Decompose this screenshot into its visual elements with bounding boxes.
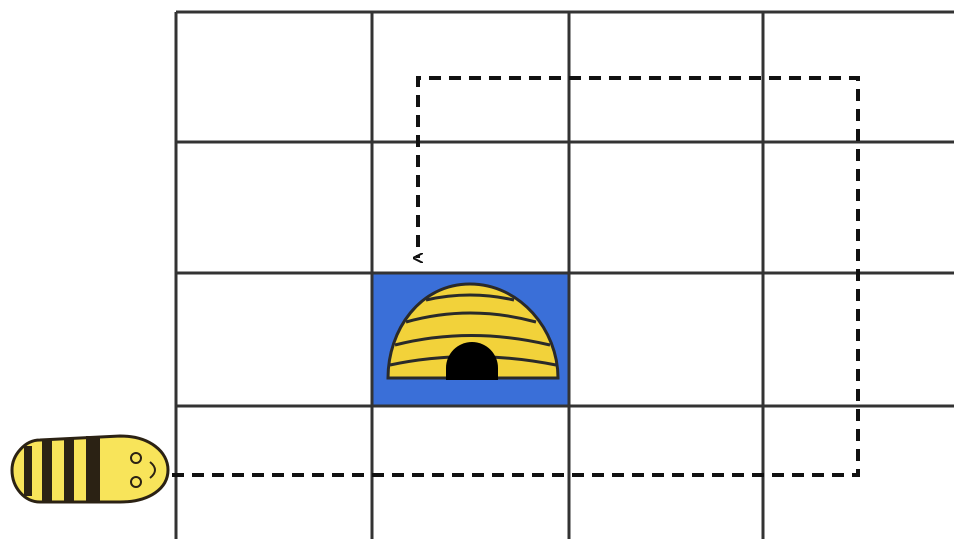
bee-icon: [12, 436, 168, 502]
